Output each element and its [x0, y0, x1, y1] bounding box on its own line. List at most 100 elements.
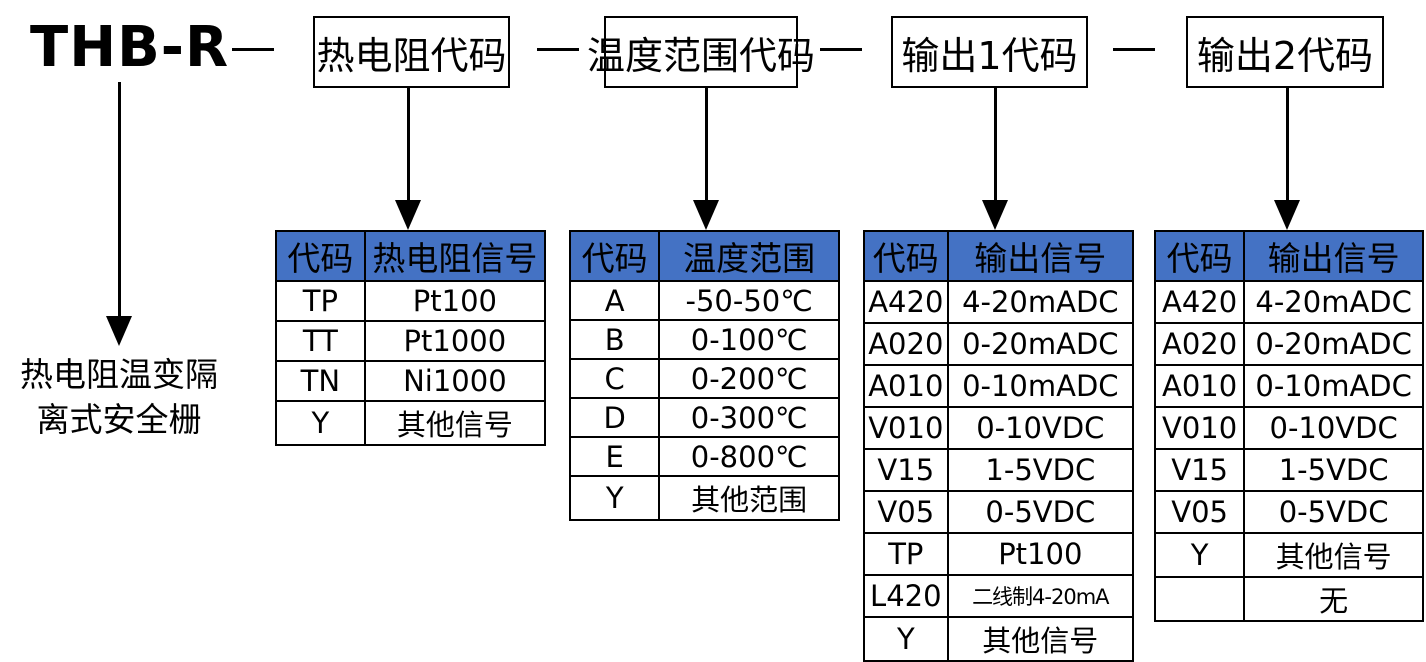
- code-cell: V010: [863, 406, 949, 450]
- table-row: A -50-50℃: [568, 280, 840, 321]
- arrow-head-output2: [1274, 200, 1300, 230]
- table-row: Y 其他信号: [275, 400, 547, 446]
- code-cell: B: [568, 319, 661, 360]
- arrow-head-model: [106, 316, 132, 346]
- table-header: 输出信号: [1243, 230, 1424, 282]
- table-row: TN Ni1000: [275, 360, 547, 402]
- table-row: C 0-200℃: [568, 358, 840, 399]
- code-cell: D: [568, 397, 661, 438]
- code-cell: C: [568, 358, 661, 399]
- table-row: Y 其他范围: [568, 475, 840, 521]
- model-code: THB-R: [30, 15, 230, 80]
- code-cell: A020: [1153, 322, 1246, 366]
- value-cell: 无: [1243, 576, 1424, 622]
- table-header-row: 代码 温度范围: [568, 230, 840, 282]
- code-cell: A: [568, 280, 661, 321]
- code-cell: A010: [1153, 364, 1246, 408]
- table-row: A010 0-10mADC: [863, 364, 1135, 408]
- table-row: V010 0-10VDC: [1153, 406, 1424, 450]
- value-cell: 二线制4-20mA: [946, 574, 1135, 618]
- table-row: Y 其他信号: [1153, 532, 1424, 578]
- code-cell: L420: [863, 574, 949, 618]
- value-cell: 0-5VDC: [946, 490, 1135, 534]
- code-cell: V05: [1153, 490, 1246, 534]
- value-cell: 0-20mADC: [946, 322, 1135, 366]
- segment-box-rtd-code: 热电阻代码: [313, 16, 510, 88]
- segment-label: 温度范围代码: [587, 33, 816, 78]
- value-cell: 0-800℃: [658, 436, 840, 477]
- table-row: L420 二线制4-20mA: [863, 574, 1135, 618]
- value-cell: 1-5VDC: [946, 448, 1135, 492]
- segment-label: 热电阻代码: [316, 33, 507, 78]
- table-header-row: 代码 热电阻信号: [275, 230, 547, 282]
- code-cell: TP: [863, 532, 949, 576]
- code-cell: A020: [863, 322, 949, 366]
- product-name-line2: 离式安全栅: [36, 400, 202, 439]
- value-cell: Pt1000: [363, 320, 547, 362]
- value-cell: 0-300℃: [658, 397, 840, 438]
- code-cell: TN: [275, 360, 366, 402]
- code-cell: A420: [1153, 280, 1246, 324]
- table-row: 无: [1153, 576, 1424, 622]
- code-cell: Y: [275, 400, 366, 446]
- segment-box-temp-range-code: 温度范围代码: [587, 16, 815, 88]
- arrow-head-output1: [982, 200, 1008, 230]
- code-cell: TT: [275, 320, 366, 362]
- value-cell: 4-20mADC: [946, 280, 1135, 324]
- value-cell: 其他信号: [946, 616, 1135, 662]
- product-name-line1: 热电阻温变隔: [20, 355, 218, 394]
- table-header: 代码: [1153, 230, 1246, 282]
- table-row: A020 0-20mADC: [863, 322, 1135, 366]
- table-header: 热电阻信号: [363, 230, 547, 282]
- segment-box-output2-code: 输出2代码: [1186, 16, 1384, 88]
- value-cell: 其他信号: [363, 400, 547, 446]
- table-row: V15 1-5VDC: [863, 448, 1135, 492]
- arrow-shaft-model: [118, 82, 121, 318]
- table-row: V15 1-5VDC: [1153, 448, 1424, 492]
- value-cell: 0-10mADC: [946, 364, 1135, 408]
- segment-box-output1-code: 输出1代码: [891, 16, 1088, 88]
- arrow-shaft-output1: [994, 88, 997, 203]
- code-cell: [1153, 576, 1246, 622]
- value-cell: 其他信号: [1243, 532, 1424, 578]
- value-cell: 0-200℃: [658, 358, 840, 399]
- connector-dash-2: [537, 48, 579, 51]
- segment-label: 输出2代码: [1196, 33, 1374, 78]
- code-cell: A010: [863, 364, 949, 408]
- table-row: E 0-800℃: [568, 436, 840, 477]
- table-row: B 0-100℃: [568, 319, 840, 360]
- table-header: 温度范围: [658, 230, 840, 282]
- code-cell: Y: [863, 616, 949, 662]
- code-cell: Y: [568, 475, 661, 521]
- product-name: 热电阻温变隔 离式安全栅: [0, 352, 238, 442]
- table-row: TT Pt1000: [275, 320, 547, 362]
- segment-label: 输出1代码: [901, 33, 1078, 78]
- table-header-row: 代码 输出信号: [863, 230, 1135, 282]
- value-cell: 0-10mADC: [1243, 364, 1424, 408]
- table-row: A010 0-10mADC: [1153, 364, 1424, 408]
- code-cell: V010: [1153, 406, 1246, 450]
- table-row: Y 其他信号: [863, 616, 1135, 662]
- table-row: A420 4-20mADC: [1153, 280, 1424, 324]
- table-row: V05 0-5VDC: [863, 490, 1135, 534]
- table-row: TP Pt100: [275, 280, 547, 322]
- table-row: V010 0-10VDC: [863, 406, 1135, 450]
- connector-dash-4: [1113, 48, 1155, 51]
- arrow-head-rtd: [395, 200, 421, 230]
- value-cell: -50-50℃: [658, 280, 840, 321]
- connector-dash-1: [232, 48, 274, 51]
- table-row: D 0-300℃: [568, 397, 840, 438]
- temp-range-table: 代码 温度范围 A -50-50℃ B 0-100℃ C 0-200℃ D 0-…: [568, 230, 840, 521]
- value-cell: 0-5VDC: [1243, 490, 1424, 534]
- table-header-row: 代码 输出信号: [1153, 230, 1424, 282]
- code-cell: A420: [863, 280, 949, 324]
- code-cell: E: [568, 436, 661, 477]
- table-row: TP Pt100: [863, 532, 1135, 576]
- arrow-shaft-rtd: [407, 88, 410, 203]
- value-cell: Pt100: [363, 280, 547, 322]
- value-cell: 0-10VDC: [946, 406, 1135, 450]
- table-header: 代码: [568, 230, 661, 282]
- connector-dash-3: [820, 48, 862, 51]
- value-cell: 0-100℃: [658, 319, 840, 360]
- code-cell: Y: [1153, 532, 1246, 578]
